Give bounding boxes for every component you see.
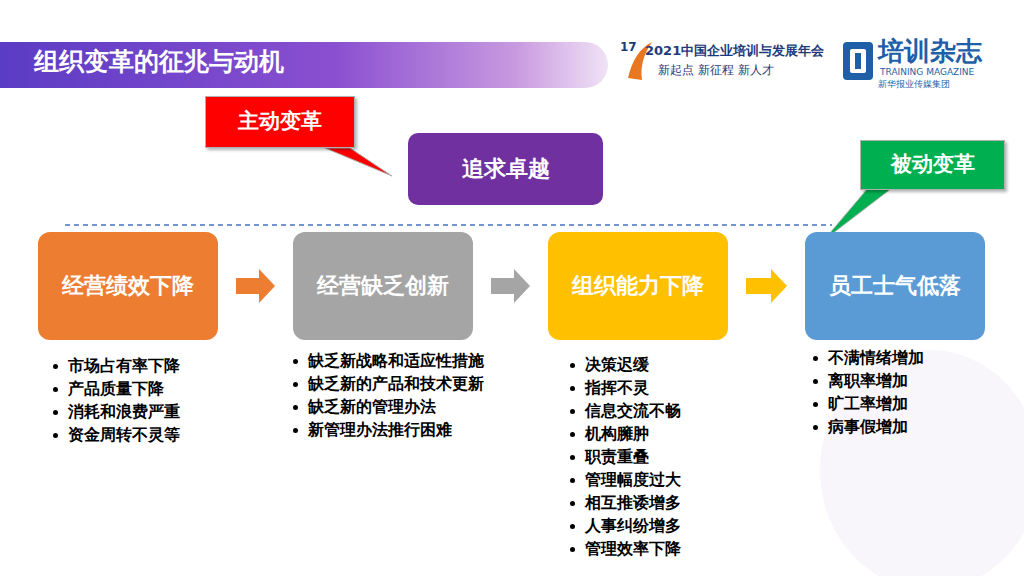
symptom-box: 组织能力下降 [548,232,728,340]
bullet-item: 缺乏新的管理办法 [290,397,436,416]
bullet-item: 离职率增加 [810,371,908,390]
box-label: 被动变革 [891,152,975,177]
box-label: 组织能力下降 [572,273,704,299]
box-label: 员工士气低落 [829,273,961,299]
logo-text: 2021中国企业培训与发展年会 [645,43,824,59]
magazine-logo [843,42,873,80]
logo-text: 培训杂志 [878,36,982,67]
box-label: 经营绩效下降 [62,273,194,299]
callout-box: 被动变革 [860,140,1005,190]
bullet-item: 指挥不灵 [567,378,649,397]
bullet-item: 决策迟缓 [567,355,649,374]
title-banner [0,42,608,88]
box-label: 主动变革 [238,109,322,134]
bullet-item: 资金周转不灵等 [50,425,180,444]
bullet-item: 不满情绪增加 [810,348,924,367]
bullet-item: 职责重叠 [567,447,649,466]
bullet-item: 市场占有率下降 [50,356,180,375]
box-label: 经营缺乏创新 [317,273,449,299]
symptom-box: 员工士气低落 [805,232,985,340]
bullet-item: 旷工率增加 [810,394,908,413]
box-label: 追求卓越 [462,156,550,182]
logo-text: TRAINING MAGAZINE [880,67,974,78]
bullet-item: 相互推诿增多 [567,493,681,512]
logo-text: 新华报业传媒集团 [878,79,950,90]
slide-title: 组织变革的征兆与动机 [34,47,284,77]
bullet-item: 管理幅度过大 [567,470,681,489]
bullet-item: 管理效率下降 [567,539,681,558]
flow-arrow [491,269,530,303]
bullet-item: 产品质量下降 [50,379,164,398]
magazine-logo [855,53,861,69]
bullet-item: 新管理办法推行困难 [290,420,452,439]
symptom-box: 经营缺乏创新 [293,232,473,340]
bullet-item: 消耗和浪费严重 [50,402,180,421]
bullet-item: 缺乏新的产品和技术更新 [290,374,484,393]
bullet-item: 人事纠纷增多 [567,516,681,535]
flow-arrow [746,269,787,303]
callout-box: 主动变革 [205,96,355,148]
magazine-logo [850,49,866,73]
divider-dashed-line [65,224,832,226]
bullet-item: 信息交流不畅 [567,401,681,420]
logo-text: 新起点 新征程 新人才 [658,63,774,77]
bullet-item: 病事假增加 [810,417,908,436]
goal-box: 追求卓越 [408,133,603,205]
bullet-item: 缺乏新战略和适应性措施 [290,351,484,370]
bullet-item: 机构臃肿 [567,424,649,443]
callout-tail [325,148,392,176]
logo-text: 17 [620,40,637,54]
symptom-box: 经营绩效下降 [38,232,218,340]
flow-arrow [236,269,275,303]
